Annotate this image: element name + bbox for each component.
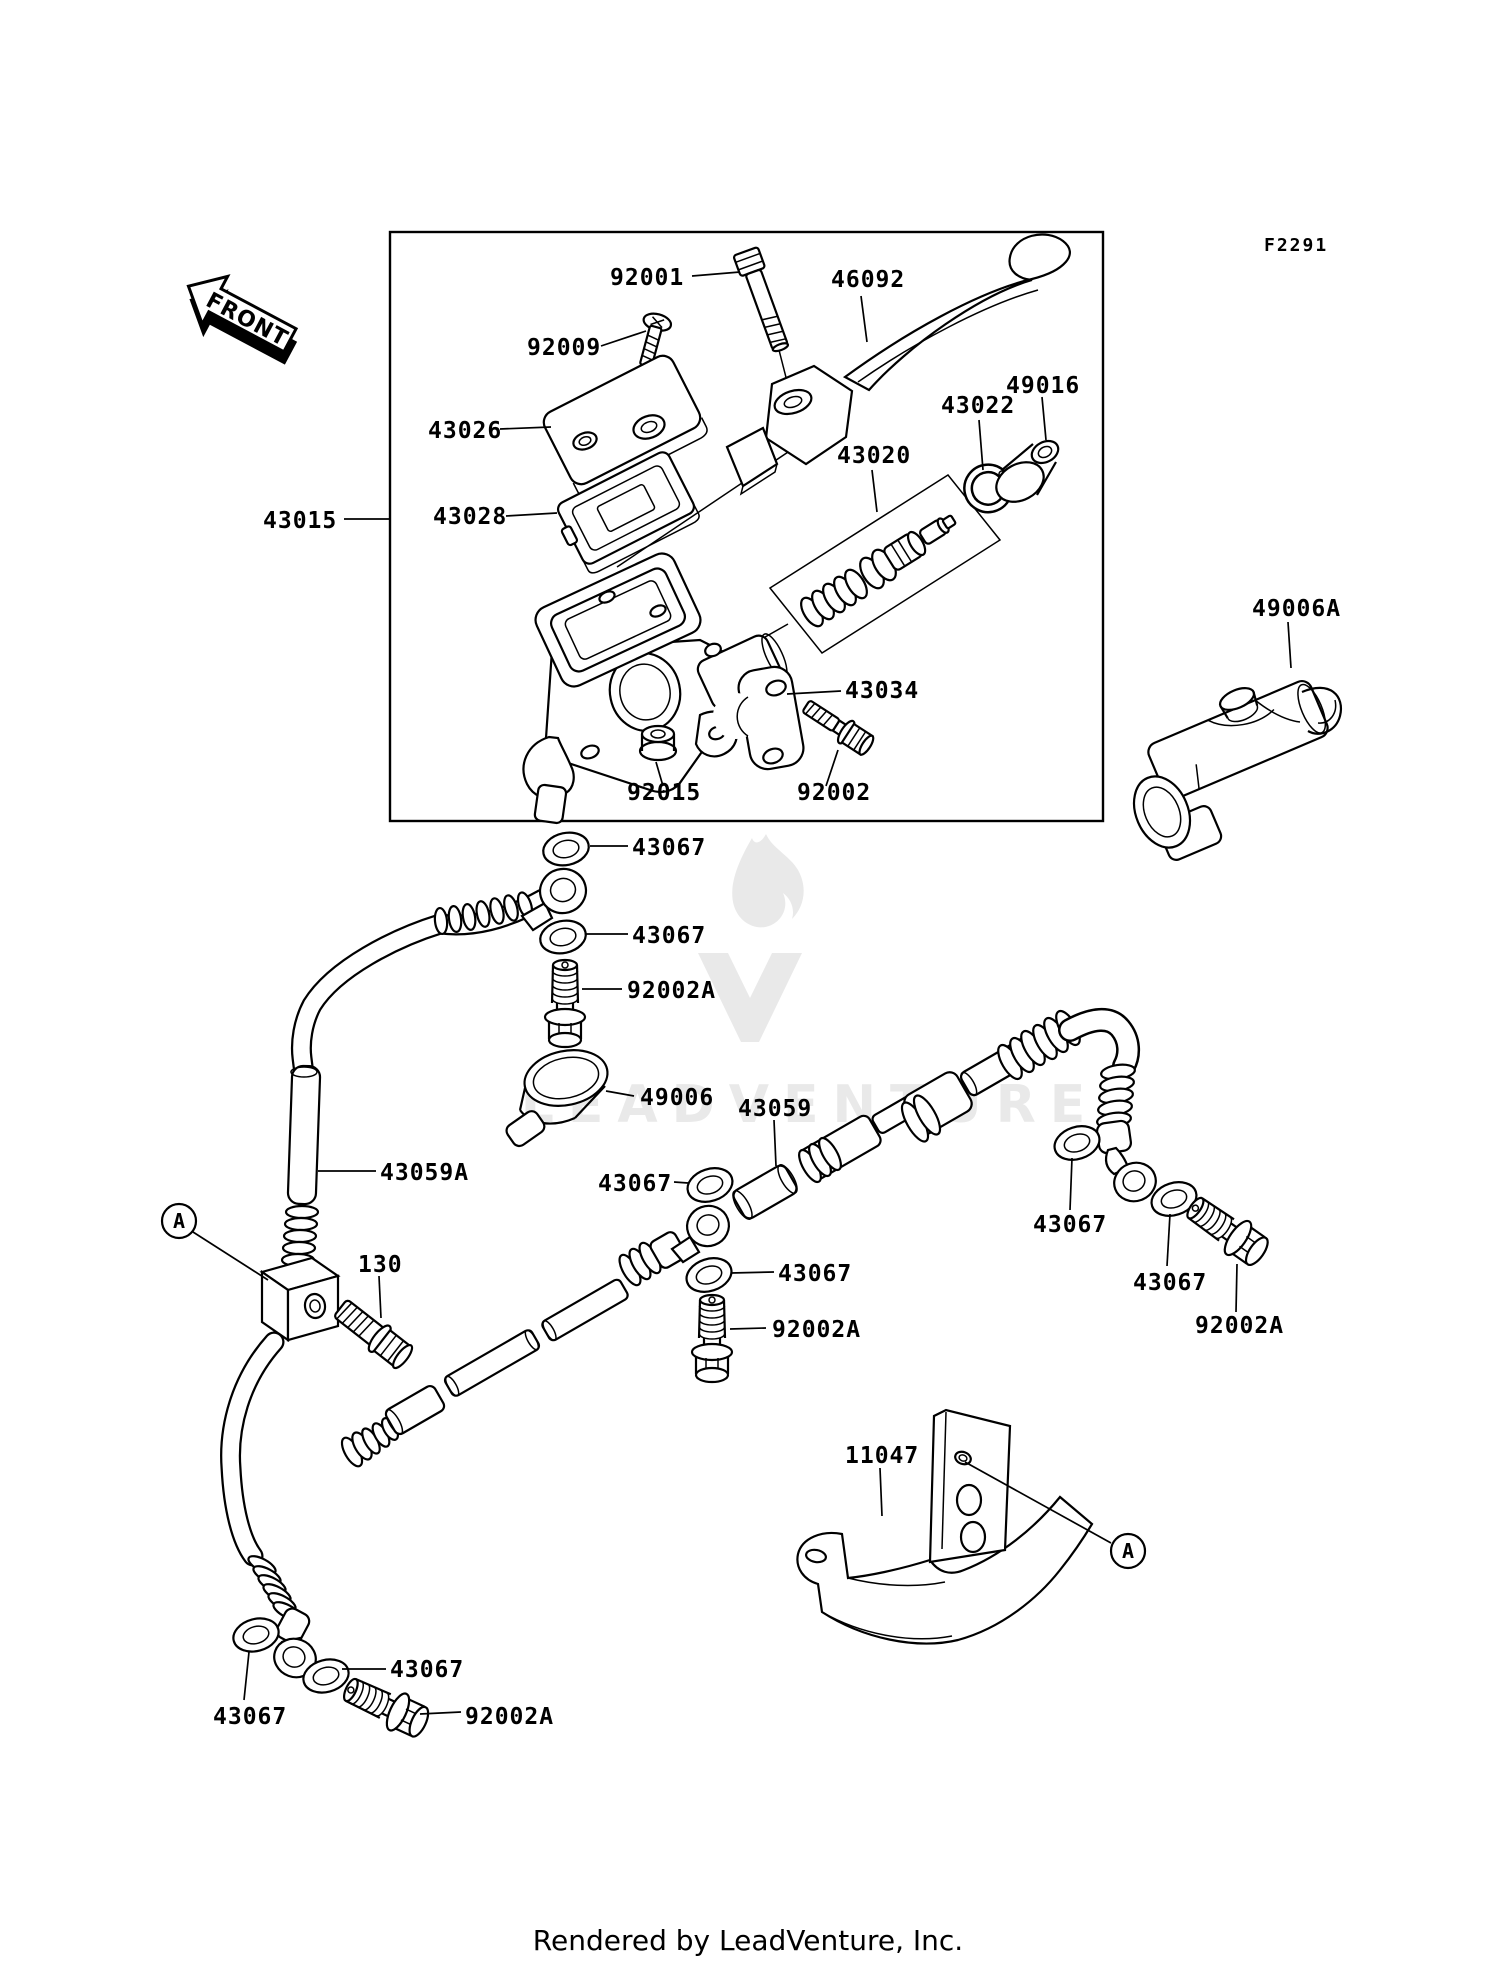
part-43020-piston-kit bbox=[768, 474, 1002, 654]
label-92002a-3: 92002A bbox=[1195, 1313, 1284, 1339]
lower-left-hose bbox=[220, 1331, 317, 1679]
label-43034: 43034 bbox=[845, 678, 919, 704]
callout-a-left-letter: A bbox=[173, 1209, 185, 1233]
figure-code: F2291 bbox=[1264, 235, 1328, 256]
watermark-v-icon bbox=[698, 953, 802, 1042]
label-92002a-2: 92002A bbox=[772, 1317, 861, 1343]
label-92009: 92009 bbox=[527, 335, 601, 361]
label-92002a-1: 92002A bbox=[627, 978, 716, 1004]
part-92009-cap-screw bbox=[639, 312, 673, 368]
label-43015: 43015 bbox=[263, 508, 337, 534]
part-43034-clamp bbox=[713, 665, 805, 771]
label-46092: 46092 bbox=[831, 267, 905, 293]
label-43028: 43028 bbox=[433, 504, 507, 530]
part-46092-brake-lever bbox=[725, 233, 1071, 496]
label-43067-8: 43067 bbox=[390, 1657, 464, 1683]
part-43015-master-cylinder-body bbox=[522, 552, 788, 825]
front-arrow-shape bbox=[186, 274, 299, 354]
part-49006a-lever-boot bbox=[1132, 680, 1343, 861]
label-43059: 43059 bbox=[738, 1096, 812, 1122]
footer-credit: Rendered by LeadVenture, Inc. bbox=[533, 1924, 963, 1957]
label-43067-5: 43067 bbox=[1033, 1212, 1107, 1238]
watermark-flame-icon bbox=[732, 834, 804, 928]
label-49006a: 49006A bbox=[1252, 596, 1341, 622]
label-43059a: 43059A bbox=[380, 1160, 469, 1186]
label-92015: 92015 bbox=[627, 780, 701, 806]
label-43020: 43020 bbox=[837, 443, 911, 469]
detail-box-border bbox=[388, 230, 1105, 823]
part-43028-diaphragm bbox=[556, 451, 700, 574]
junction-block bbox=[259, 1256, 341, 1343]
label-49016: 49016 bbox=[1006, 373, 1080, 399]
callout-a-left: A bbox=[160, 1202, 198, 1240]
label-49006: 49006 bbox=[640, 1085, 714, 1111]
part-49006-boot bbox=[505, 1049, 609, 1148]
leader-lines bbox=[192, 271, 1292, 1715]
label-43067-7: 43067 bbox=[213, 1704, 287, 1730]
label-43026: 43026 bbox=[428, 418, 502, 444]
part-92015-nut bbox=[638, 724, 678, 762]
leadventure-watermark: LEADVENTURE bbox=[521, 834, 1085, 1135]
part-43059-main-brake-hose bbox=[340, 1008, 1157, 1468]
part-43059a-upper-brake-hose bbox=[280, 867, 588, 1277]
label-92002a-4: 92002A bbox=[465, 1704, 554, 1730]
label-43067-6: 43067 bbox=[1133, 1270, 1207, 1296]
label-11047: 11047 bbox=[845, 1443, 919, 1469]
label-130: 130 bbox=[358, 1252, 403, 1278]
label-92002: 92002 bbox=[797, 780, 871, 806]
label-43067-4: 43067 bbox=[778, 1261, 852, 1287]
label-43067-3: 43067 bbox=[598, 1171, 672, 1197]
callout-a-right-letter: A bbox=[1122, 1539, 1134, 1563]
callout-a-right: A bbox=[1109, 1532, 1147, 1570]
label-43022: 43022 bbox=[941, 393, 1015, 419]
part-92001-pivot-bolt bbox=[733, 246, 790, 353]
washers-43067 bbox=[232, 831, 1198, 1694]
label-43067-1: 43067 bbox=[632, 835, 706, 861]
part-49016-dust-cover bbox=[995, 439, 1060, 503]
part-labels: 92001 46092 92009 43026 43028 43015 4302… bbox=[213, 265, 1341, 1730]
front-direction-arrow: FRONT bbox=[186, 274, 299, 365]
part-11047-bracket bbox=[796, 1408, 1094, 1645]
label-43067-2: 43067 bbox=[632, 923, 706, 949]
part-92002-clamp-bolt bbox=[802, 700, 875, 756]
part-130-junction-bolt bbox=[334, 1299, 414, 1370]
label-92001: 92001 bbox=[610, 265, 684, 291]
